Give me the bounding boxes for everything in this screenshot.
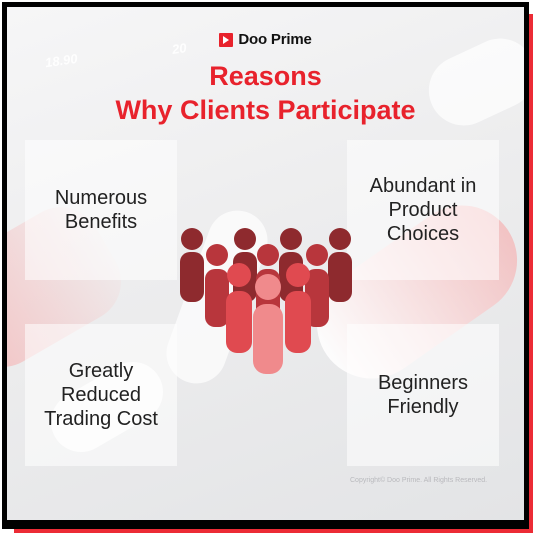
reason-text: Friendly [387,396,459,418]
poster-card: 18.90 20 Doo Prime Reasons Why Clients P… [7,7,524,520]
reason-text: Benefits [64,211,138,233]
reason-text: Abundant in [369,175,477,197]
reason-text: Beginners [377,372,469,394]
copyright-text: Copyright© Doo Prime. All Rights Reserve… [350,477,488,484]
brand-name: Doo Prime [238,31,312,48]
reason-text: Trading Cost [44,408,158,430]
reason-text: Greatly [68,360,134,382]
reason-reduced-trading-cost: Greatly Reduced Trading Cost [25,324,177,466]
brand-logo: Doo Prime [7,31,524,48]
people-crowd-icon [180,228,352,374]
reason-text: Reduced [60,384,142,406]
reason-product-choices: Abundant in Product Choices [347,140,499,280]
reason-text: Numerous [54,187,148,209]
reason-beginners-friendly: Beginners Friendly [347,324,499,466]
doo-prime-logo-icon [219,32,234,47]
reason-text: Product [388,199,458,221]
reason-numerous-benefits: Numerous Benefits [25,140,177,280]
reason-text: Choices [386,223,460,245]
headline-line-1: Reasons [209,61,322,91]
headline-line-2: Why Clients Participate [115,95,416,125]
